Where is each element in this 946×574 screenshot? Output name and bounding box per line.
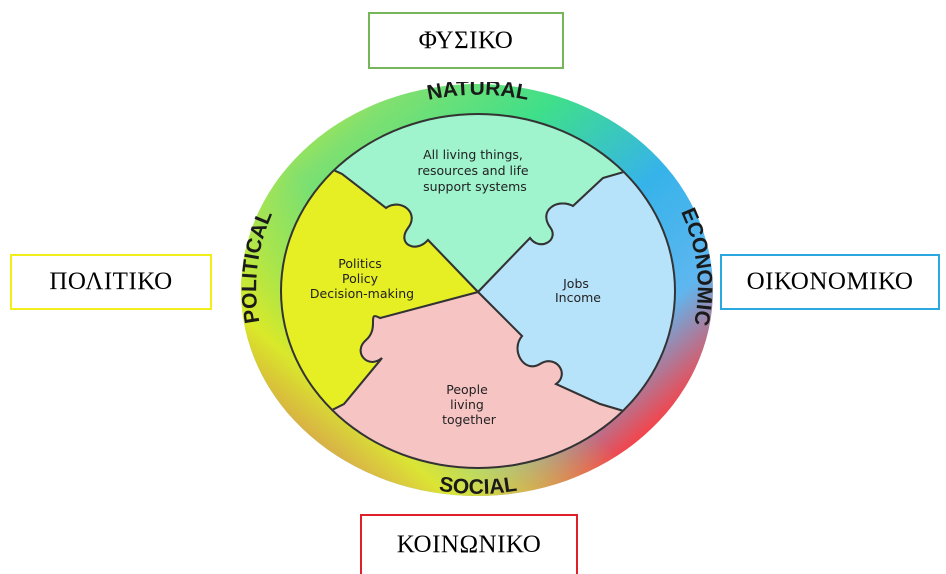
social-line-2: living (450, 397, 484, 412)
political-line-2: Policy (342, 271, 379, 286)
natural-greek-label: ΦΥΣΙΚΟ (368, 12, 564, 69)
economic-line-2: Income (555, 290, 601, 305)
svg-text:SOCIAL: SOCIAL (438, 473, 519, 499)
natural-line-1: All living things, (423, 147, 523, 162)
political-line-1: Politics (338, 256, 381, 271)
political-line-3: Decision-making (310, 286, 414, 301)
svg-text:NATURAL: NATURAL (425, 82, 531, 105)
natural-line-2: resources and life (417, 163, 528, 178)
economic-line-1: Jobs (562, 276, 589, 291)
economic-piece-text: Jobs Income (555, 276, 601, 305)
political-greek-label: ΠΟΛΙΤΙΚΟ (10, 254, 212, 310)
social-greek-label: ΚΟΙΝΩΝΙΚΟ (360, 514, 578, 574)
ring-label-social: SOCIAL (438, 473, 519, 499)
natural-line-3: support systems (423, 179, 527, 194)
ring-label-natural: NATURAL (425, 82, 531, 105)
economic-greek-label: ΟΙΚΟΝΟΜΙΚΟ (720, 254, 940, 310)
social-line-1: People (446, 382, 488, 397)
political-piece-text: Politics Policy Decision-making (310, 256, 414, 301)
natural-piece-text: All living things, resources and life su… (417, 147, 532, 194)
social-line-3: together (442, 412, 497, 427)
social-piece-text: People living together (442, 382, 497, 427)
sustainability-wheel: NATURAL SOCIAL POLITICAL ECONOMIC All li… (238, 82, 716, 499)
